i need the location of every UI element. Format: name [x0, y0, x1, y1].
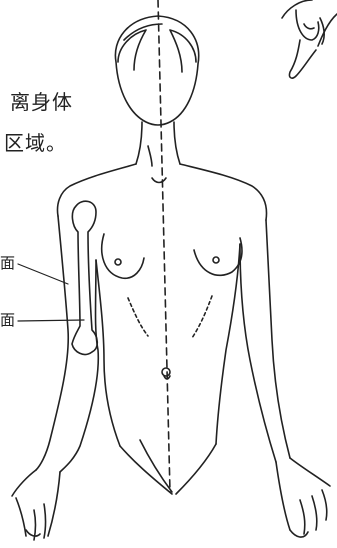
caption-line-2: 区域。: [4, 133, 67, 153]
caption-line-1: 离身体: [10, 92, 73, 112]
torso: [58, 164, 267, 494]
abdomen-lines: [128, 296, 212, 379]
right-arm: [240, 220, 330, 537]
label-upper-surface: 面: [0, 256, 15, 271]
humerus-bone: [72, 201, 97, 354]
neck: [136, 122, 180, 183]
pointing-hand: [282, 0, 337, 78]
leader-line-lower: [18, 320, 84, 321]
head: [115, 16, 198, 125]
breasts: [102, 234, 242, 278]
label-lower-surface: 面: [0, 313, 15, 328]
left-arm: [12, 201, 98, 540]
midline-dashed: [158, 0, 170, 492]
leader-line-upper: [18, 264, 68, 284]
